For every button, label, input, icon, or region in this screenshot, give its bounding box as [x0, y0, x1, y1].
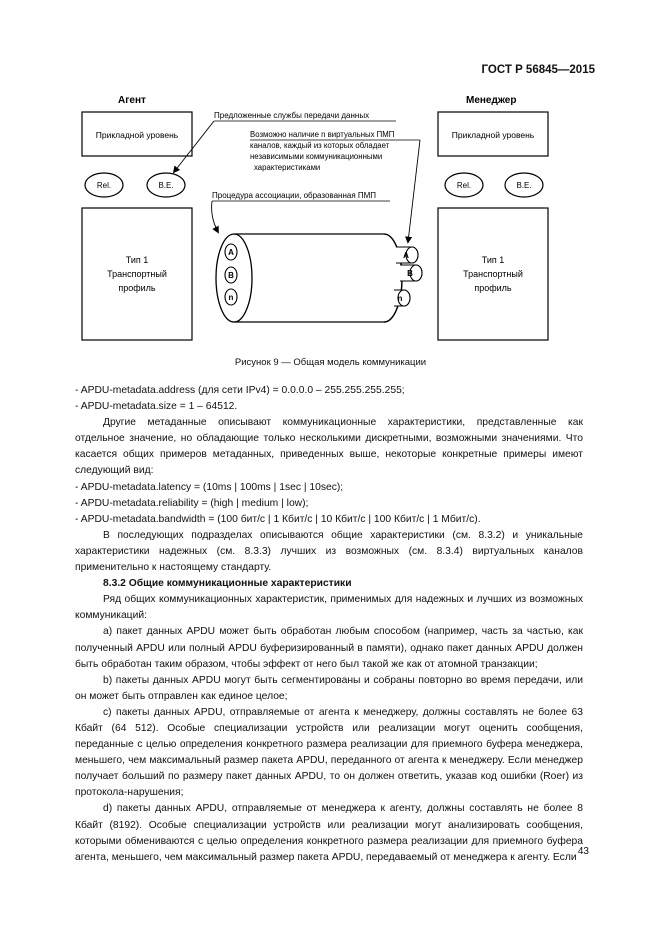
manager-app-layer-box [437, 111, 549, 157]
manager-app-layer-label: Прикладной уровень [452, 130, 535, 140]
agent-transport-line-2: Транспортный [107, 269, 167, 279]
paragraph: В последующих подразделах описываются об… [75, 529, 583, 574]
manager-label: Менеджер [466, 95, 516, 106]
agent-rel-label: Rel. [97, 181, 111, 190]
paragraph: - APDU-metadata.reliability = (high | me… [75, 497, 309, 509]
svg-text:n: n [398, 294, 403, 303]
annotation-services: Предложенные службы передачи данных [214, 111, 369, 120]
manager-be-oval [504, 172, 544, 198]
communication-model-figure: Агент Прикладной уровень Rel. B.E. Тип 1… [81, 95, 549, 341]
manager-rel-label: Rel. [457, 181, 471, 190]
manager-be-label: B.E. [516, 181, 531, 190]
manager-rel-oval [444, 172, 484, 198]
paragraph: - APDU-metadata.size = 1 – 64512. [75, 401, 238, 413]
channel-b-left: B [224, 266, 238, 284]
agent-transport-line-1: Тип 1 [126, 255, 149, 265]
paragraph: b) пакеты данных APDU могут быть сегмент… [75, 674, 583, 702]
annotation-channels-line-4: характеристиками [254, 163, 320, 172]
agent-be-oval [146, 172, 186, 198]
arrow-services [172, 120, 215, 174]
agent-rel-oval [84, 172, 124, 198]
paragraph: d) пакеты данных APDU, отправляемые от м… [75, 803, 583, 863]
agent-transport-line-3: профиль [118, 283, 156, 293]
paragraph: - APDU-metadata.bandwidth = (100 бит/с |… [75, 513, 481, 525]
manager-transport-line-3: профиль [474, 283, 512, 293]
paragraph: c) пакеты данных APDU, отправляемые от а… [75, 706, 583, 799]
figure-caption: Рисунок 9 — Общая модель коммуникации [234, 357, 427, 368]
svg-text:A: A [228, 248, 234, 257]
document-standard-number: ГОСТ Р 56845—2015 [481, 64, 595, 76]
channel-a-left: A [224, 243, 238, 261]
arrow-channels [405, 139, 421, 244]
paragraph: Другие метаданные описывают коммуникацио… [75, 417, 583, 477]
svg-text:n: n [229, 293, 234, 302]
agent-label: Агент [118, 95, 146, 106]
paragraph: - APDU-metadata.latency = (10ms | 100ms … [75, 481, 344, 493]
paragraph: а) пакет данных APDU может быть обработа… [75, 626, 583, 670]
channel-n-left: n [224, 288, 238, 306]
svg-text:A: A [403, 251, 409, 260]
svg-text:B: B [407, 269, 413, 278]
channel-b-right: B [400, 264, 423, 282]
agent-transport-box [81, 207, 193, 341]
paragraph: 8.3.2 Общие коммуникационные характерист… [103, 578, 352, 590]
annotation-channels-line-2: каналов, каждый из которых обладает [250, 141, 390, 150]
agent-app-layer-label: Прикладной уровень [96, 130, 179, 140]
svg-text:B: B [228, 271, 234, 280]
annotation-channels-line-3: независимыми коммуникационными [250, 152, 382, 161]
page-number: 43 [577, 846, 589, 857]
arrow-procedure [211, 200, 219, 234]
manager-transport-line-1: Тип 1 [482, 255, 505, 265]
agent-app-layer-box [81, 111, 193, 157]
body-text: - APDU-metadata.address (для сети IPv4) … [75, 383, 583, 866]
association-cylinder [215, 233, 403, 323]
manager-transport-line-2: Транспортный [463, 269, 523, 279]
manager-transport-box [437, 207, 549, 341]
agent-be-label: B.E. [158, 181, 173, 190]
channel-n-right: n [394, 289, 411, 307]
annotation-procedure: Процедура ассоциации, образованная ПМП [212, 191, 376, 200]
channel-a-right: A [396, 246, 419, 264]
paragraph: Ряд общих коммуникационных характеристик… [75, 594, 583, 622]
paragraph: - APDU-metadata.address (для сети IPv4) … [75, 385, 405, 396]
annotation-channels-line-1: Возможно наличие n виртуальных ПМП [250, 130, 394, 139]
